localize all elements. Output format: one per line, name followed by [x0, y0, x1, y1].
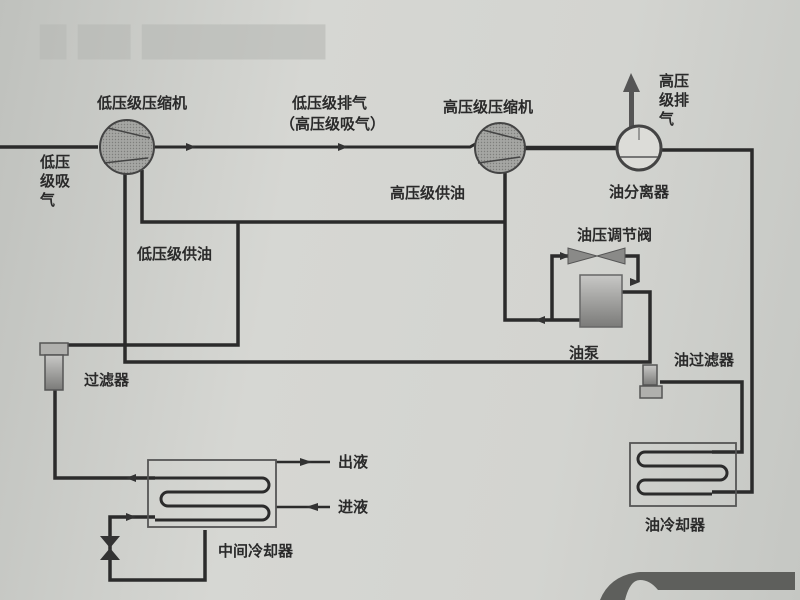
lp-oil-supply-label: 低压级供油: [137, 245, 213, 263]
flow-arrow: [126, 513, 136, 521]
flow-arrow: [186, 143, 196, 151]
show-through-text: ▇ ▇▇ ▇▇▇▇▇▇▇: [40, 20, 326, 60]
oil-pump-tank: [579, 274, 623, 328]
intercooler-symbol: [147, 459, 277, 528]
oil-separator-symbol: [615, 124, 663, 172]
lp-oil-return-pipe: [58, 222, 240, 347]
filter-to-intercooler-pipe: [53, 390, 155, 480]
flow-arrow: [300, 458, 312, 466]
hp-compressor-symbol: [474, 122, 526, 174]
lp-discharge-label: 低压级排气: [292, 94, 368, 112]
intercooler-expansion-loop: [108, 515, 207, 582]
separator-to-cooler-pipe: [662, 148, 754, 494]
flow-arrow: [338, 143, 348, 151]
filter-label: 过滤器: [84, 371, 130, 389]
lp-compressor-label: 低压级压缩机: [97, 94, 188, 112]
lp-discharge-pipe: [152, 141, 478, 149]
hp-compressor-label: 高压级压缩机: [443, 98, 534, 116]
lp-oil-supply-pipe: [123, 165, 652, 364]
expansion-valve-symbol: [100, 536, 120, 560]
oil-separator-label: 油分离器: [609, 183, 670, 201]
flow-arrow: [306, 503, 318, 511]
oil-filter-symbol: [639, 364, 663, 399]
flow-arrow: [535, 316, 545, 324]
oil-filter-to-cooler-pipe: [660, 380, 744, 454]
hp-suction-label: （高压级吸气）: [280, 115, 386, 133]
hp-oil-junction-pipe: [140, 170, 505, 224]
lp-suction-label: 低压级吸气: [40, 153, 71, 209]
liquid-out-label: 出液: [338, 453, 369, 471]
liquid-in-label: 进液: [338, 498, 369, 516]
oil-pressure-valve-symbol: [567, 247, 626, 265]
oil-pressure-valve-label: 油压调节阀: [577, 226, 653, 244]
hp-oil-supply-pipe: [503, 170, 583, 322]
hp-oil-supply-label: 高压级供油: [390, 184, 466, 202]
oil-filter-label: 油过滤器: [674, 351, 735, 369]
flow-arrow: [630, 278, 640, 286]
filter-symbol: [39, 342, 69, 391]
hp-discharge-arrow: [623, 73, 640, 130]
oil-pump-label: 油泵: [569, 344, 600, 362]
page-edge-shape: [600, 572, 795, 600]
oil-cooler-symbol: [629, 442, 737, 507]
flow-arrow: [126, 474, 136, 482]
lp-compressor-symbol: [99, 119, 155, 175]
oil-cooler-label: 油冷却器: [645, 516, 706, 534]
intercooler-label: 中间冷却器: [218, 542, 294, 560]
hp-discharge-label: 高压级排气: [659, 72, 690, 128]
flow-arrow: [560, 252, 570, 260]
